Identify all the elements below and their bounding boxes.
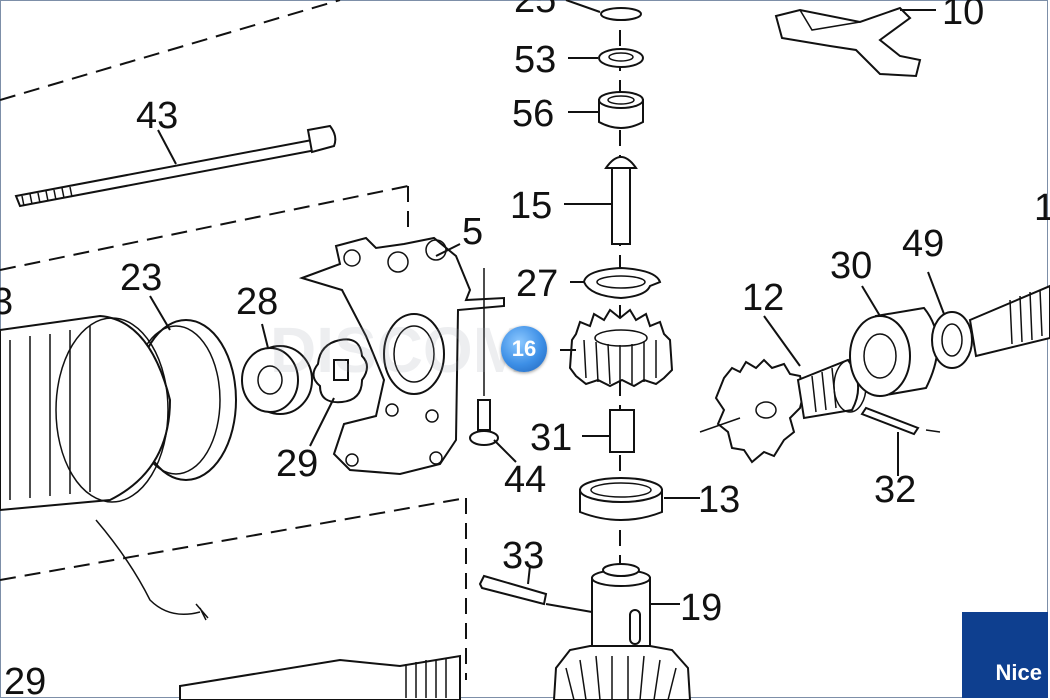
watermark-text: DISCOM (270, 314, 526, 386)
part-12-pinion (714, 358, 867, 464)
part-56-bushing (598, 91, 644, 129)
label-30: 30 (830, 245, 872, 287)
part-25-oring (600, 7, 642, 21)
label-32: 32 (874, 469, 916, 511)
label-53: 53 (514, 39, 556, 81)
label-27: 27 (516, 263, 558, 305)
part-43-bolt (14, 124, 337, 208)
label-43: 43 (136, 95, 178, 137)
part-13-ring (579, 477, 663, 521)
part-16-gear (568, 308, 674, 388)
part-16-hotspot[interactable]: 16 (501, 326, 547, 372)
part-19-shaft (552, 563, 692, 700)
part-49-seal (931, 311, 973, 369)
brand-logo: Nice (962, 612, 1048, 698)
part-15-pin (604, 156, 638, 245)
part-33-key (478, 574, 548, 606)
part-44-screw (469, 268, 499, 446)
leader-lines (149, 0, 945, 613)
label-1: 1 (1034, 187, 1050, 229)
label-29-lower: 29 (4, 661, 46, 700)
label-33: 33 (502, 535, 544, 577)
label-56: 56 (512, 93, 554, 135)
label-3: 3 (0, 281, 13, 323)
label-12: 12 (742, 277, 784, 319)
label-49: 49 (902, 223, 944, 265)
part-5-housing (298, 236, 505, 476)
label-23: 23 (120, 257, 162, 299)
part-3-stator (0, 314, 209, 621)
part-1-shaft (968, 284, 1050, 358)
label-44: 44 (504, 459, 546, 501)
label-15: 15 (510, 185, 552, 227)
part-29-coupling (312, 338, 368, 404)
part-30-bearing (849, 306, 939, 398)
label-25: 25 (514, 0, 556, 21)
label-13: 13 (698, 479, 740, 521)
part-10-bracket (774, 6, 922, 78)
part-53-washer (598, 48, 644, 68)
brand-name: Nice (995, 660, 1042, 685)
part-31-spring (609, 409, 635, 453)
part-28-bearing (241, 345, 313, 415)
label-10: 10 (942, 0, 984, 33)
label-28: 28 (236, 281, 278, 323)
label-29-upper: 29 (276, 443, 318, 485)
part-32-pin (860, 406, 920, 436)
part-29-rotor (179, 654, 461, 700)
label-31: 31 (530, 417, 572, 459)
part-27-circlip (582, 266, 662, 300)
label-19: 19 (680, 587, 722, 629)
label-5: 5 (462, 211, 483, 253)
